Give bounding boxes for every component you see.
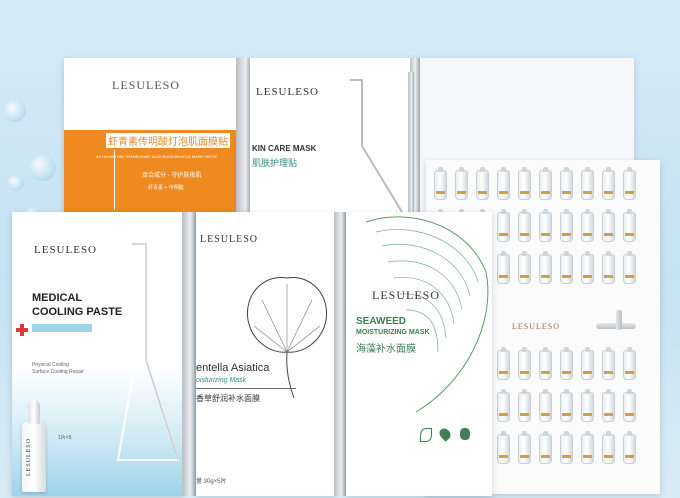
ampoule-vial	[581, 431, 594, 464]
ampoule-vial	[497, 389, 510, 422]
molecule-bubble	[4, 100, 26, 122]
package-footer: 1片×5	[58, 435, 72, 441]
ampoule-vial	[434, 167, 447, 200]
ampoule-vial	[623, 209, 636, 242]
ampoule-vial	[623, 431, 636, 464]
product-title-cn: 海藻补水面膜	[356, 344, 416, 355]
product-title-en: KIN CARE MASK	[252, 144, 317, 153]
product-title-cn: 肌肤护理贴	[252, 158, 298, 168]
ampoule-vial	[497, 209, 510, 242]
ampoule-vial	[560, 167, 573, 200]
ampoule-vial	[560, 251, 573, 284]
centella-box-edge	[334, 212, 346, 496]
ampoule-vial	[560, 389, 573, 422]
product-title-line1: SEAWEED	[356, 316, 407, 327]
medical-box-edge	[182, 212, 196, 496]
ampoule-vial	[497, 431, 510, 464]
title-underline	[196, 388, 296, 389]
product-subtag-cn: 虾青素 + 传明酸	[148, 185, 184, 191]
ampoule-vial	[623, 167, 636, 200]
product-title-line1: MEDICAL	[32, 292, 83, 304]
bottle-dropper-cap	[28, 400, 40, 424]
package-footer: 量 30g×5片	[196, 479, 227, 485]
product-tag-cn: 双合成分 · 守护肤夜肌	[142, 173, 202, 179]
ampoule-vial	[581, 209, 594, 242]
ampoule-vial	[623, 347, 636, 380]
ampoule-vial	[476, 167, 489, 200]
product-title-cn: 香草舒润补水面膜	[196, 394, 260, 403]
ampoule-vial	[623, 251, 636, 284]
ampoule-vial	[539, 347, 552, 380]
blue-label-bar	[32, 324, 92, 332]
bottle-brand: LESULESO	[26, 438, 32, 476]
ampoule-vial	[518, 251, 531, 284]
flask-outline	[116, 243, 180, 461]
ampoule-vial	[518, 167, 531, 200]
serum-bottle: LESULESO	[22, 422, 46, 492]
molecule-bubble	[30, 155, 56, 181]
ampoule-vial	[560, 347, 573, 380]
ampoule-vial	[518, 431, 531, 464]
product-subtitle-en: ASTAXANTHIN TRANEXAMIC ACID BULB MUSCLE …	[96, 154, 218, 159]
ampoule-vial	[560, 431, 573, 464]
ampoule-vial	[518, 389, 531, 422]
ampoule-vial	[581, 167, 594, 200]
seaweed-mask-box: LESULESO SEAWEED MOISTURIZING MASK 海藻补水面…	[346, 212, 492, 496]
ampoule-vial	[497, 347, 510, 380]
orange-band-line	[114, 150, 115, 210]
ampoule-vial	[560, 209, 573, 242]
centella-mask-box: LESULESO entella Asiatica oisturizing Ma…	[196, 212, 336, 496]
brand-logo: LESULESO	[200, 234, 258, 245]
flask-outline	[350, 79, 403, 213]
product-subtitle-en: oisturizing Mask	[196, 377, 247, 384]
ampoule-vial	[518, 209, 531, 242]
ampoule-vial	[539, 389, 552, 422]
skin-care-mask-box: LESULESO KIN CARE MASK 肌肤护理贴	[250, 58, 410, 216]
medical-cross-icon	[16, 324, 28, 336]
brand-logo: LESULESO	[112, 78, 180, 92]
ampoule-vial	[581, 389, 594, 422]
product-title-cn: 虾青素传明酸灯泡肌面膜贴	[106, 133, 230, 148]
skin-care-box-edge	[408, 72, 414, 216]
ampoule-vial	[539, 209, 552, 242]
ampoule-vial	[623, 389, 636, 422]
product-desc-line1: Physical Cooling	[32, 362, 69, 368]
brand-logo: LESULESO	[372, 288, 440, 302]
seaweed-leaf-illustration	[365, 216, 489, 413]
medical-cooling-box: LESULESO MEDICAL COOLING PASTE Physical …	[12, 212, 184, 496]
ampoule-vial	[539, 251, 552, 284]
ampoule-vial	[455, 167, 468, 200]
ampoule-vial	[602, 347, 615, 380]
ampoule-vial	[518, 347, 531, 380]
ampoule-vial	[497, 167, 510, 200]
centella-leaf-illustration	[246, 277, 328, 399]
ampoule-vial	[602, 167, 615, 200]
product-title-line2: COOLING PASTE	[32, 306, 123, 318]
ampoule-vial	[539, 431, 552, 464]
product-title-line2: MOISTURIZING MASK	[356, 329, 430, 336]
ampoule-vial	[581, 347, 594, 380]
brand-logo: LESULESO	[256, 86, 319, 98]
astaxanthin-mask-box: LESULESO 虾青素传明酸灯泡肌面膜贴 ASTAXANTHIN TRANEX…	[64, 58, 240, 216]
dropper-tool	[616, 310, 622, 330]
leaf-icon	[420, 428, 432, 442]
ampoule-vial	[602, 209, 615, 242]
product-desc-line2: Surface Cooling Repair	[32, 369, 84, 375]
brand-logo: LESULESO	[512, 322, 560, 331]
ampoule-vial	[602, 389, 615, 422]
ampoule-vial	[497, 251, 510, 284]
ampoule-vial	[539, 167, 552, 200]
ampoule-vial	[602, 251, 615, 284]
brand-logo: LESULESO	[34, 244, 97, 256]
astaxanthin-box-edge	[236, 58, 252, 216]
ampoule-vial	[581, 251, 594, 284]
product-title-en: entella Asiatica	[196, 362, 270, 374]
ampoule-vial	[602, 431, 615, 464]
molecule-bubble	[8, 175, 24, 191]
face-icon	[460, 428, 470, 440]
